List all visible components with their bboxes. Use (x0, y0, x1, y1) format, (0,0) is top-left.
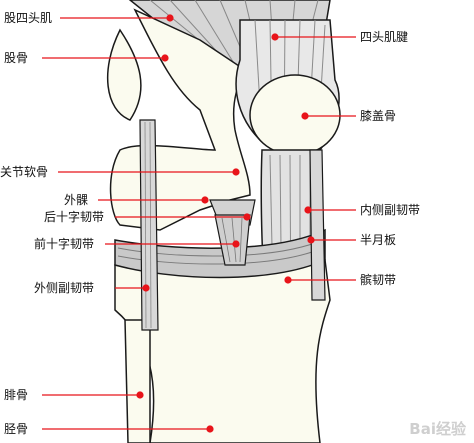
label-acl: 前十字韧带 (34, 237, 95, 251)
label-pcl: 后十字韧带 (44, 210, 105, 224)
fibula-bone (124, 319, 151, 443)
mcl-shape (309, 149, 326, 301)
label-quadriceps: 股四头肌 (4, 11, 53, 25)
label-fibula: 腓骨 (4, 388, 29, 402)
meniscus-band (114, 228, 326, 279)
cruciate-fibers (221, 217, 243, 263)
label-femur: 股骨 (4, 51, 29, 65)
label-tibia: 胫骨 (4, 422, 29, 436)
watermark-text: Bai经验 (409, 420, 466, 438)
meniscus-fibers (117, 239, 324, 265)
label-lateral-condyle: 外髁 (64, 193, 89, 207)
patella-bone (249, 74, 341, 156)
label-articular-cartilage: 关节软骨 (0, 165, 49, 179)
label-mcl: 内侧副韧带 (360, 203, 421, 217)
label-quad-tendon: 四头肌腱 (360, 30, 409, 44)
label-meniscus: 半月板 (360, 233, 397, 247)
femur-shaft (107, 28, 142, 121)
leader-lines (42, 14, 356, 433)
lcl-shape (139, 119, 159, 331)
label-patellar-ligament: 髌韧带 (360, 273, 397, 287)
label-lcl: 外侧副韧带 (34, 281, 95, 295)
label-patella: 膝盖骨 (360, 109, 397, 123)
lcl-fibers (144, 121, 152, 329)
